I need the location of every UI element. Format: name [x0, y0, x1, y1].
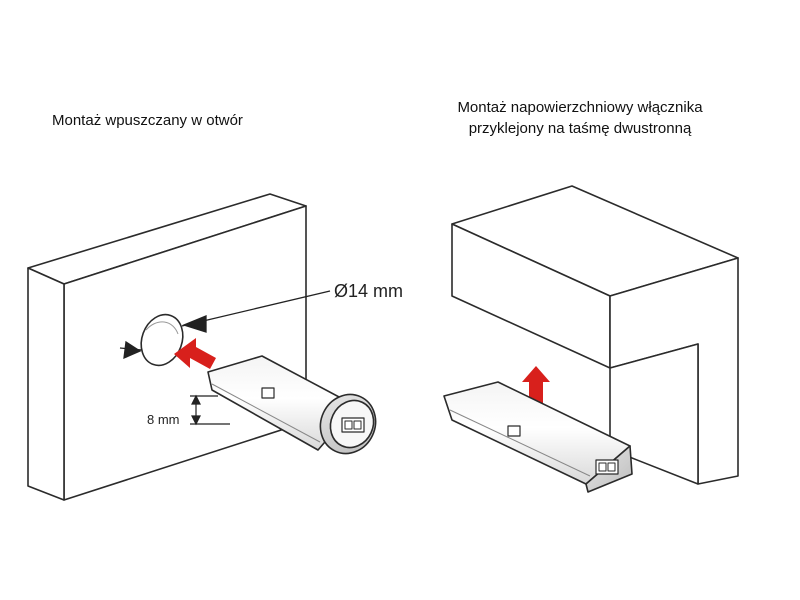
offset-label: 8 mm	[147, 412, 180, 427]
offset-dimension	[190, 394, 230, 426]
wall-side-face	[27, 267, 65, 501]
insert-arrow	[174, 338, 216, 369]
connector-socket	[341, 417, 365, 433]
switch-tab	[261, 387, 275, 399]
mounting-hole	[140, 313, 184, 367]
left-caption: Montaż wpuszczany w otwór	[52, 112, 243, 129]
right-cabinet	[451, 185, 739, 485]
attach-arrow	[522, 366, 550, 406]
right-caption-line-1: Montaż napowierzchniowy włącznika	[457, 99, 703, 116]
right-caption-line-2: przyklejony na taśmę dwustronną	[468, 120, 692, 137]
diameter-dimension	[119, 290, 331, 360]
right-connector-socket	[595, 459, 619, 475]
diameter-label: Ø14 mm	[334, 281, 403, 301]
cabinet-inner-face	[609, 343, 699, 485]
right-caption: Montaż napowierzchniowy włącznika przykl…	[390, 97, 770, 139]
right-switch-tab	[507, 425, 521, 437]
left-switch	[207, 355, 377, 455]
right-switch	[443, 381, 633, 493]
